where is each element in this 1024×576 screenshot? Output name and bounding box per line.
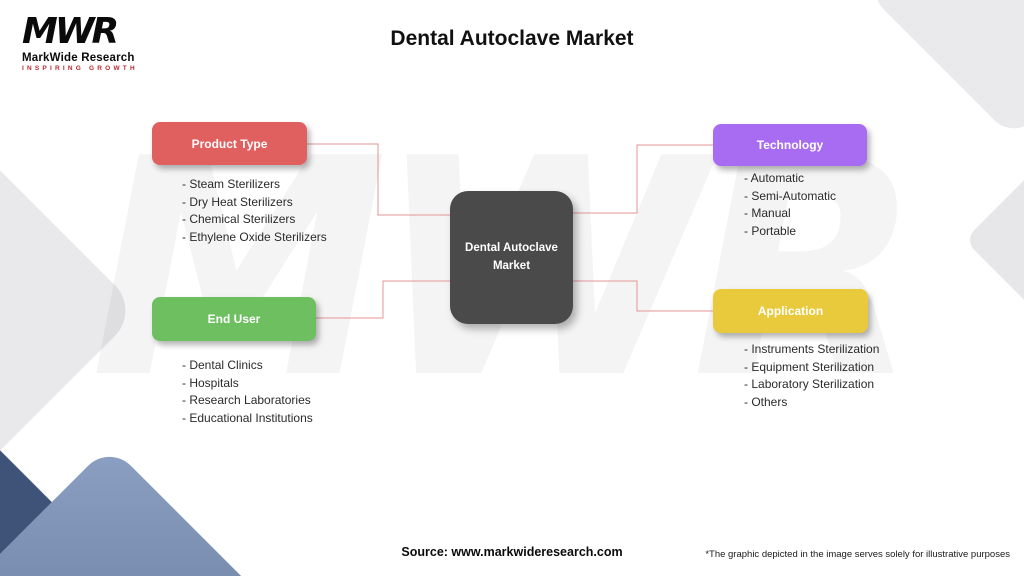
list-item: Ethylene Oxide Sterilizers [182,229,326,247]
list-item: Laboratory Sterilization [744,376,879,394]
node-application-label: Application [757,304,824,318]
connector-end-user [316,280,451,319]
list-item: Research Laboratories [182,392,313,410]
list-item: Equipment Sterilization [744,359,879,377]
list-item: Portable [744,223,836,241]
connector-technology [572,144,713,214]
connector-product-type [307,143,451,216]
list-item: Dental Clinics [182,357,313,375]
logo-mwr-monogram: MWR [22,11,119,52]
list-item: Manual [744,205,836,223]
node-technology-label: Technology [756,138,824,152]
disclaimer-text: *The graphic depicted in the image serve… [705,549,1010,560]
page-title: Dental Autoclave Market [390,27,634,50]
center-node: Dental Autoclave Market [450,191,573,324]
node-product-type: Product Type [152,122,307,165]
list-item: Dry Heat Sterilizers [182,194,327,212]
node-end-user: End User [152,297,316,341]
connector-application [572,280,713,312]
list-item: Hospitals [182,375,313,393]
logo-tagline: Inspiring Growth [22,64,138,72]
center-node-label: Dental Autoclave Market [465,242,558,272]
list-item: Automatic [744,170,836,188]
logo-company-name: MarkWide Research [22,51,135,64]
node-application: Application [713,289,868,333]
list-item: Instruments Sterilization [744,341,879,359]
list-item: Chemical Sterilizers [182,211,327,229]
node-technology-list: Automatic Semi-Automatic Manual Portable [744,170,836,240]
list-item: Educational Institutions [182,410,312,428]
node-product-type-list: Steam Sterilizers Dry Heat Sterilizers C… [182,176,327,247]
node-end-user-label: End User [207,312,261,326]
node-end-user-list: Dental Clinics Hospitals Research Labora… [182,357,313,428]
list-item: Steam Sterilizers [182,176,327,194]
list-item: Others [744,394,879,412]
source-text: Source: www.markwideresearch.com [401,545,623,559]
node-product-type-label: Product Type [191,136,268,151]
node-application-list: Instruments Sterilization Equipment Ster… [744,341,879,411]
markwide-logo: MWR MarkWide Research Inspiring Growth [22,12,138,72]
node-technology: Technology [713,124,867,166]
list-item: Semi-Automatic [744,188,836,206]
